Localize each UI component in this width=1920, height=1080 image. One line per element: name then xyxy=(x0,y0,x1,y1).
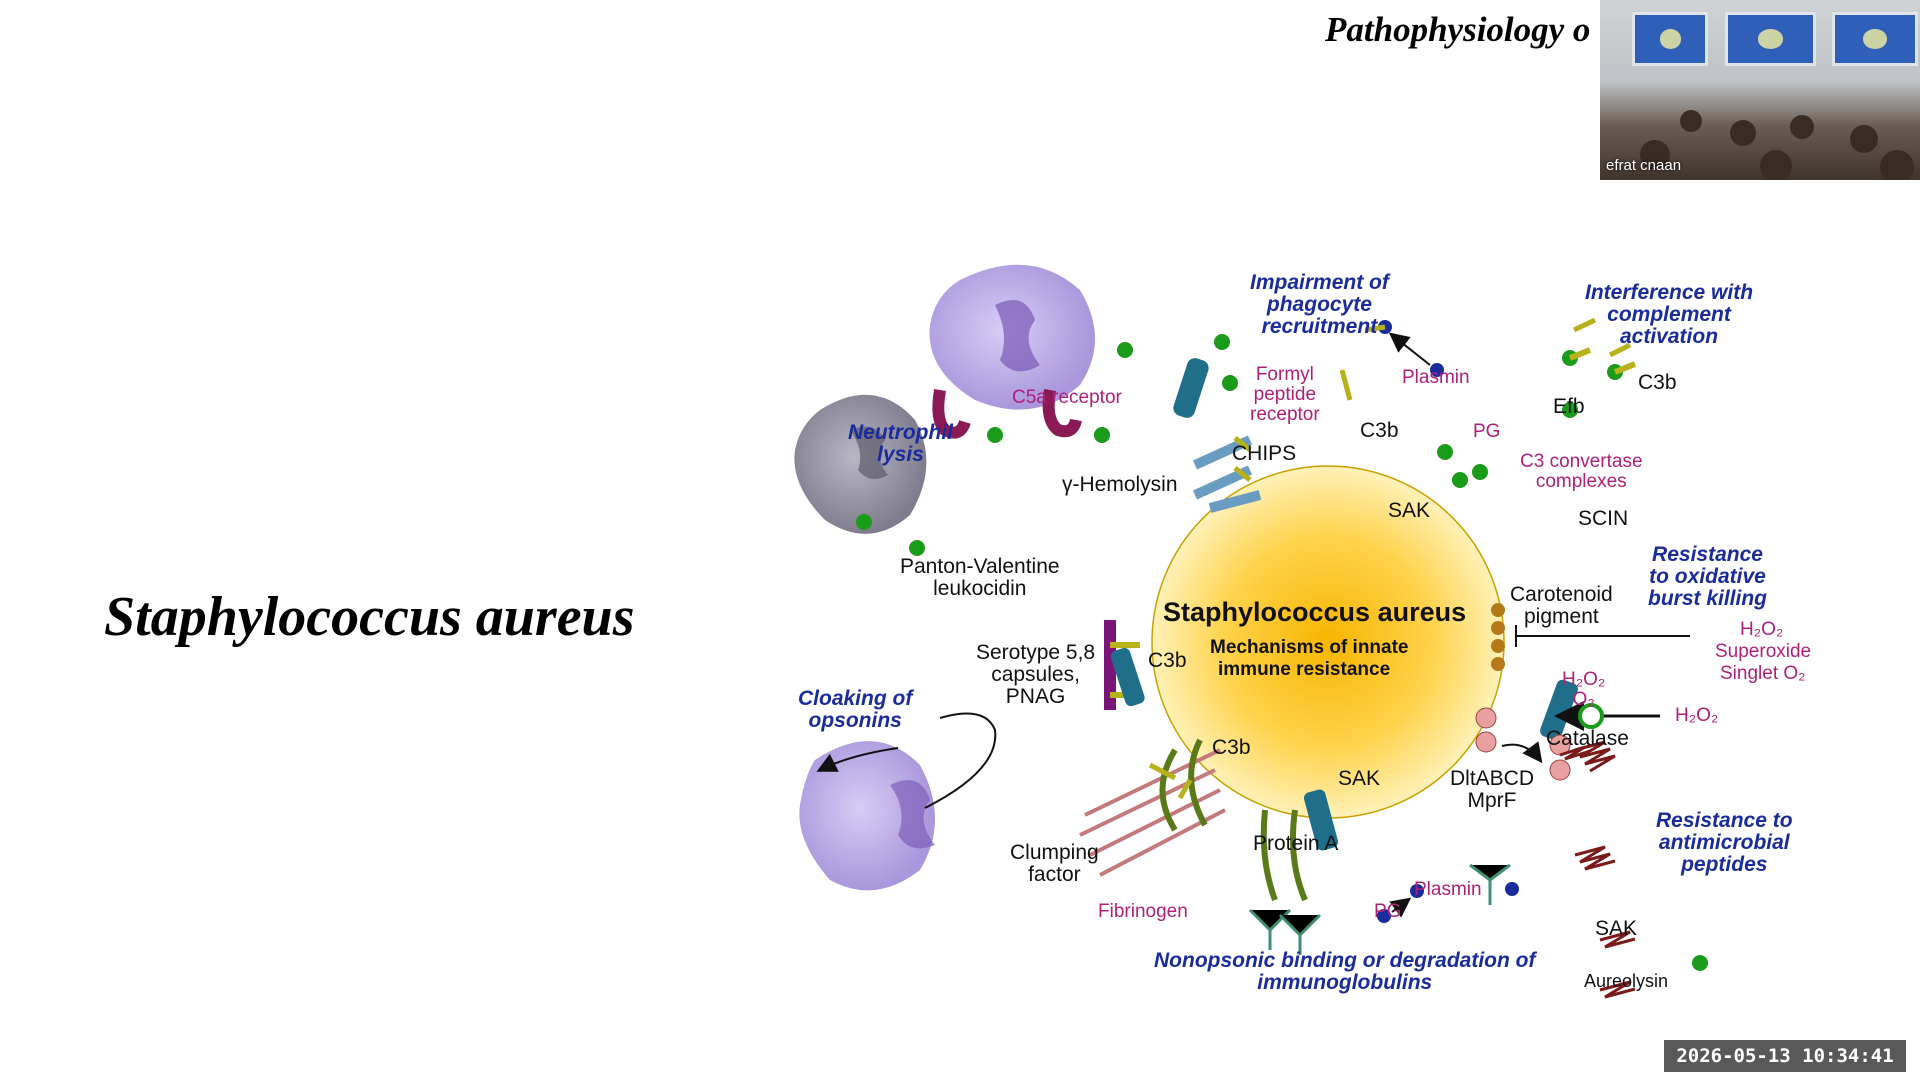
label-efb: Efb xyxy=(1553,395,1585,418)
label-plasmin-bottom: Plasmin xyxy=(1414,879,1482,900)
center-subtitle-2: immune resistance xyxy=(1218,659,1391,680)
mechanisms-diagram: Staphylococcus aureus Mechanisms of inna… xyxy=(780,250,1811,1010)
label-c3b-top: C3b xyxy=(1360,419,1399,442)
label-gamma-hemolysin: γ-Hemolysin xyxy=(1062,473,1178,496)
neutrophil-top xyxy=(929,264,1095,439)
center-subtitle-1: Mechanisms of innate xyxy=(1210,637,1409,658)
neutrophil-bottom xyxy=(799,741,935,891)
label-pg-top: PG xyxy=(1473,421,1501,442)
label-sak-top: SAK xyxy=(1388,499,1431,522)
neutrophil-lysis xyxy=(794,394,927,534)
label-chips: CHIPS xyxy=(1232,442,1297,465)
room-screen xyxy=(1725,12,1816,66)
label-pg-bottom: PG xyxy=(1374,901,1402,922)
label-c3b-bottom: C3b xyxy=(1212,736,1251,759)
label-h2o2-catalase: H₂O₂ xyxy=(1675,705,1719,726)
center-title: Staphylococcus aureus xyxy=(1163,597,1467,627)
label-sak-bottom: SAK xyxy=(1338,767,1381,790)
header-title: Pathophysiology o xyxy=(1325,10,1591,49)
label-singlet-o2: Singlet O₂ xyxy=(1720,663,1806,684)
recording-timestamp: 2026-05-13 10:34:41 xyxy=(1664,1040,1906,1072)
room-screen xyxy=(1832,12,1918,66)
diagram-graphics xyxy=(794,264,1708,999)
presenter-name: efrat cnaan xyxy=(1606,157,1682,174)
label-c5a-receptor: C5a receptor xyxy=(1012,387,1122,408)
slide-title: Staphylococcus aureus xyxy=(104,586,635,648)
label-aureolysin: Aureolysin xyxy=(1584,971,1669,991)
label-catalase: Catalase xyxy=(1546,727,1629,750)
label-scin: SCIN xyxy=(1578,507,1629,530)
label-superoxide: Superoxide xyxy=(1715,641,1812,662)
presenter-video-thumbnail[interactable]: efrat cnaan xyxy=(1600,0,1920,180)
label-h2o2-top: H₂O₂ xyxy=(1740,619,1784,640)
label-protein-a: Protein A xyxy=(1253,832,1339,855)
label-fibrinogen: Fibrinogen xyxy=(1098,901,1188,922)
room-screen xyxy=(1632,12,1708,66)
label-c3b-left: C3b xyxy=(1148,649,1187,672)
label-c3b-right: C3b xyxy=(1638,371,1677,394)
label-sak-right: SAK xyxy=(1595,917,1638,940)
label-plasmin-top: Plasmin xyxy=(1402,367,1470,388)
